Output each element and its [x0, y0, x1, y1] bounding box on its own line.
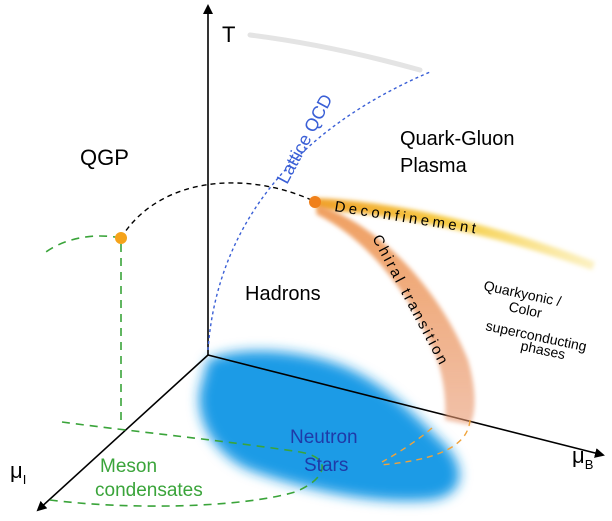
faint-arc	[247, 32, 423, 73]
chiral-transition-label: Chiral transition	[368, 232, 452, 370]
meson-line2: condensates	[95, 480, 203, 501]
lattice-qcd-label: Lattice QCD	[273, 91, 337, 187]
chiral-extension-dashes	[379, 419, 471, 466]
chiral-band	[316, 205, 475, 425]
lattice-qcd-curve	[207, 71, 431, 351]
crossover-line	[120, 182, 319, 239]
t-axis-label: T	[222, 22, 235, 47]
qgp-full-line2: Plasma	[400, 155, 468, 177]
mu-i-label: μI	[10, 458, 26, 487]
meson-curve-top	[41, 235, 122, 256]
chiral-extension-dashes-2	[381, 427, 433, 463]
neutron-stars-line1: Neutron	[290, 427, 358, 448]
critical-point-baryon	[309, 196, 321, 208]
meson-line1: Meson	[100, 456, 157, 477]
deconfinement-band	[312, 198, 595, 270]
neutron-stars-region	[199, 350, 460, 501]
quarkyonic-line2: Color	[507, 298, 543, 321]
critical-point-isospin	[115, 232, 127, 244]
hadrons-label: Hadrons	[245, 283, 321, 305]
mu-b-label: μB	[572, 443, 593, 472]
qgp-label: QGP	[80, 145, 129, 170]
meson-curve-lower	[49, 421, 323, 507]
qgp-full-line1: Quark-Gluon	[400, 128, 515, 150]
neutron-stars-line2: Stars	[304, 455, 348, 476]
mu-b-axis	[207, 354, 605, 458]
mu-i-axis	[36, 354, 209, 512]
